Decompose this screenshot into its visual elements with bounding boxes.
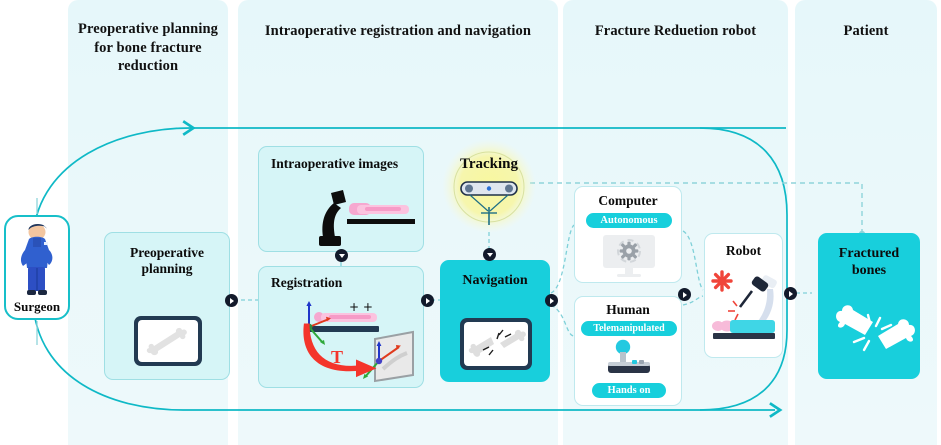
tracking-node[interactable]: Tracking [441, 156, 537, 234]
intraoperative-images-node[interactable]: Intraoperative images [258, 146, 424, 252]
column-title-preoperative: Preoperative planning for bone fracture … [78, 21, 218, 75]
fractured-bones-label: Fractured bones [838, 246, 900, 278]
preoperative-planning-node[interactable]: Preoperative planning [104, 232, 230, 380]
tracking-label: Tracking [459, 156, 519, 172]
joystick-icon [608, 339, 650, 373]
computer-node[interactable]: Computer Autonomous [574, 186, 682, 283]
robot-label: Robot [725, 243, 762, 258]
computer-label: Computer [598, 193, 658, 208]
svg-text:T: T [331, 347, 343, 367]
fractured-bones-icon [836, 305, 915, 352]
svg-text:+ +: + + [349, 300, 373, 314]
bone-on-monitor-icon [134, 316, 202, 366]
surgeon-node[interactable]: Surgeon [4, 215, 70, 320]
connector-node-computer-to-robot [678, 288, 691, 301]
fractured-bones-node[interactable]: Fractured bones [818, 233, 920, 379]
registration-label: Registration [271, 275, 343, 290]
intraoperative-images-label: Intraoperative images [271, 156, 399, 171]
navigation-label: Navigation [462, 273, 528, 288]
robot-node[interactable]: Robot [704, 233, 783, 358]
column-title-patient: Patient [843, 23, 889, 39]
human-label: Human [606, 302, 650, 317]
human-badge-hands-on: Hands on [592, 383, 666, 398]
connector-node-planning-to-registration [225, 294, 238, 307]
connector-node-images-to-registration [335, 249, 348, 262]
human-node[interactable]: Human Telemanipulated Hands on [574, 296, 682, 406]
surgeon-avatar-icon [20, 223, 53, 295]
column-title-robot: Fracture Reduetion robot [594, 23, 757, 39]
registration-transform-icon: + + T [303, 300, 414, 383]
connector-node-registration-to-navigation [421, 294, 434, 307]
connector-node-robot-to-bones [784, 287, 797, 300]
computer-badge-autonomous: Autonomous [586, 213, 672, 228]
optical-tracker-icon [460, 181, 518, 225]
surgeon-label: Surgeon [13, 299, 61, 314]
preoperative-planning-label: Preoperative planning [130, 245, 204, 276]
connector-node-navigation-to-control [545, 294, 558, 307]
connector-node-tracking-to-navigation [483, 248, 496, 261]
c-arm-scanner-icon [319, 190, 415, 246]
navigation-node[interactable]: Navigation [440, 260, 550, 382]
human-badge-telemanipulated: Telemanipulated [581, 321, 677, 336]
column-title-intraoperative: Intraoperative registration and navigati… [264, 23, 532, 39]
fractured-bone-monitor-icon [460, 318, 532, 370]
monitor-gear-icon [603, 235, 655, 277]
registration-node[interactable]: Registration + + [258, 266, 424, 388]
robot-arm-patient-icon [711, 270, 777, 339]
